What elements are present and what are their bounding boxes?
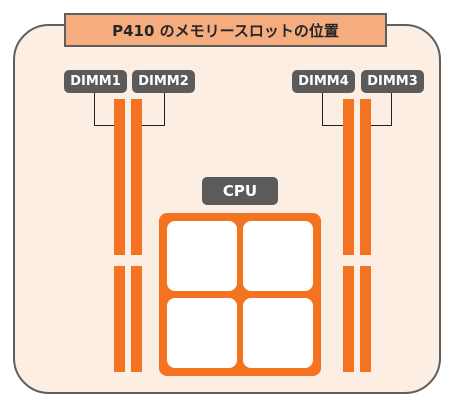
dimm3-slot-upper	[360, 99, 371, 255]
dimm2-label: DIMM2	[132, 70, 195, 93]
cpu-socket	[159, 213, 321, 376]
dimm4-slot-lower	[343, 266, 354, 372]
dimm1-slot-lower	[114, 266, 125, 372]
cpu-core-block	[167, 221, 237, 291]
dimm1-connector-line	[94, 93, 121, 126]
dimm3-connector-line	[365, 93, 392, 126]
cpu-core-block	[243, 298, 313, 368]
dimm4-slot-upper	[343, 99, 354, 255]
dimm2-connector-line	[139, 93, 165, 126]
dimm4-label: DIMM4	[292, 70, 355, 93]
cpu-label: CPU	[202, 177, 278, 205]
dimm2-slot-upper	[131, 99, 142, 255]
dimm3-label: DIMM3	[361, 70, 424, 93]
dimm4-connector-line	[322, 93, 349, 126]
cpu-core-block	[243, 221, 313, 291]
diagram-title: P410 のメモリースロットの位置	[64, 13, 387, 47]
dimm3-slot-lower	[360, 266, 371, 372]
dimm2-slot-lower	[131, 266, 142, 372]
dimm1-label: DIMM1	[64, 70, 127, 93]
dimm1-slot-upper	[114, 99, 125, 255]
cpu-core-block	[167, 298, 237, 368]
